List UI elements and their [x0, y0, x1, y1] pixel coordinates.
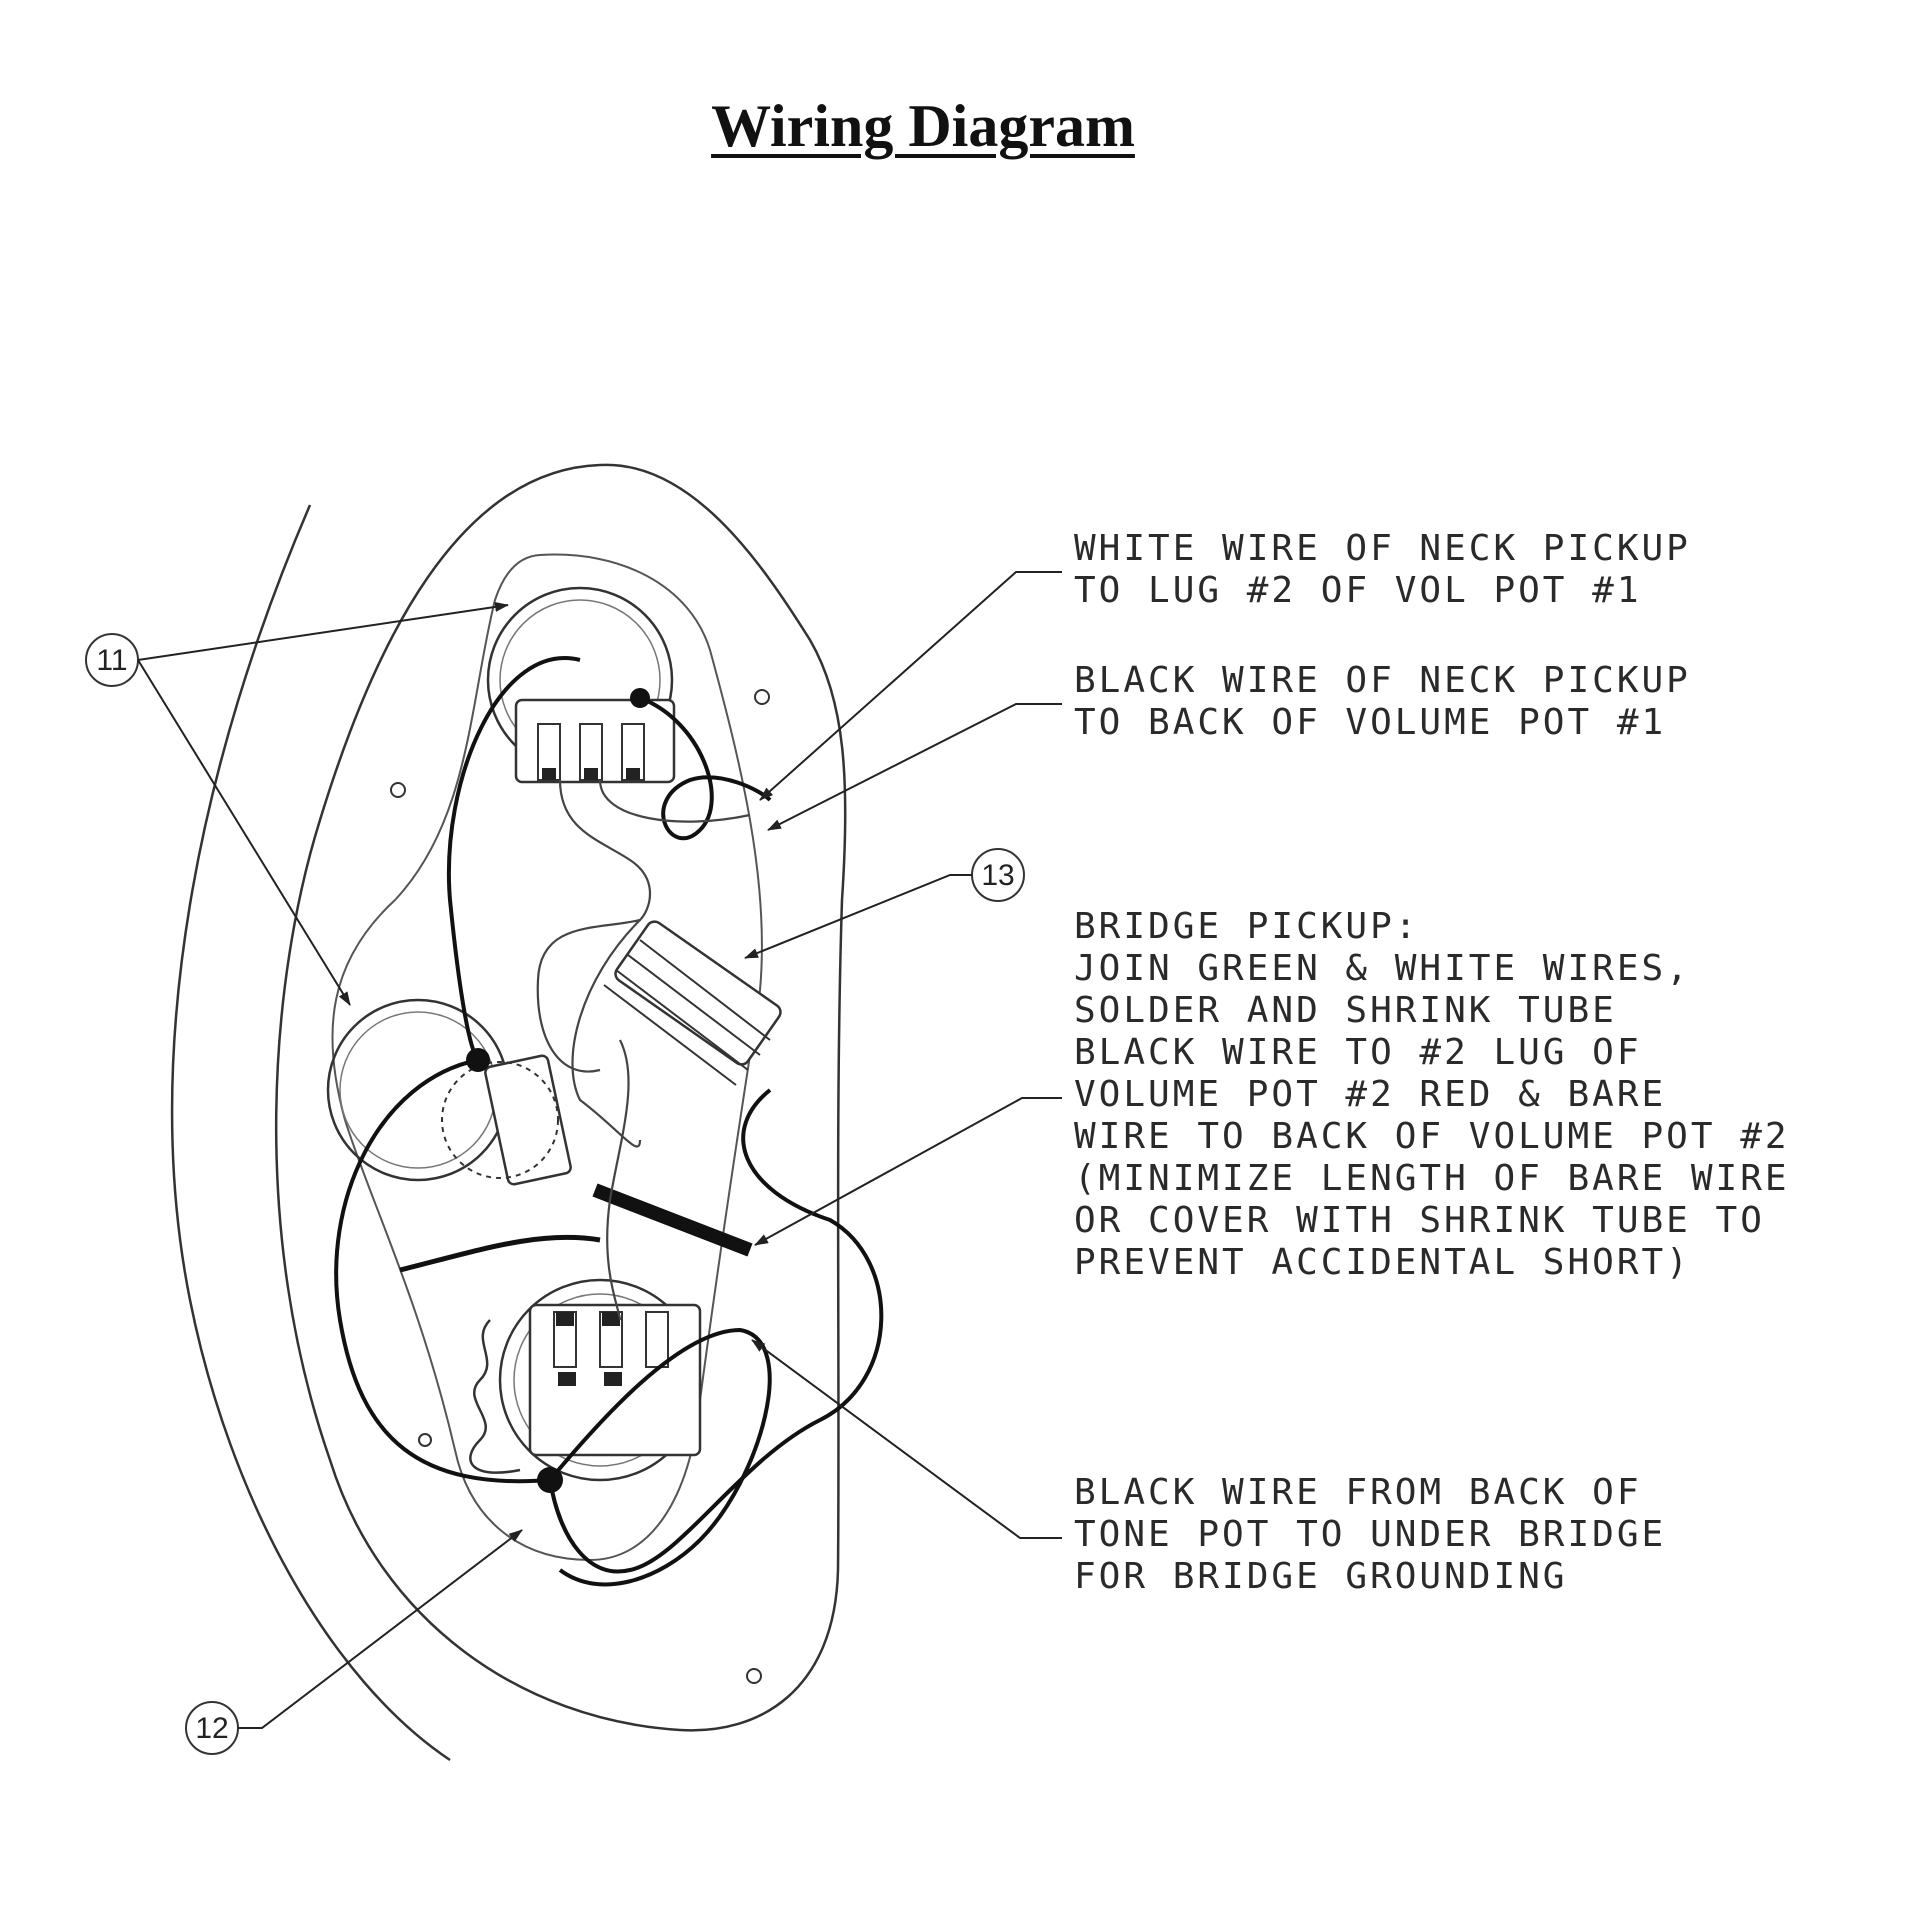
tone-pot: [498, 1278, 702, 1482]
control-plate: [275, 463, 847, 1732]
callout-12-label: 12: [195, 1712, 228, 1745]
note-neck-black-wire: BLACK WIRE OF NECK PICKUP TO BACK OF VOL…: [1074, 660, 1691, 743]
black-wire: [639, 696, 772, 840]
callout-12: 12: [185, 1529, 523, 1755]
mounting-hole: [418, 1433, 432, 1447]
volume-pot-2: [326, 998, 572, 1186]
callout-13-label: 13: [981, 859, 1014, 892]
white-wire: [606, 1039, 630, 1321]
shrink-tube: [592, 1183, 753, 1257]
note-neck-white-wire: WHITE WIRE OF NECK PICKUP TO LUG #2 OF V…: [1074, 528, 1691, 611]
leader-tone-ground: [751, 1339, 1062, 1539]
note-bridge-pickup: BRIDGE PICKUP: JOIN GREEN & WHITE WIRES,…: [1074, 906, 1790, 1283]
mounting-hole: [754, 689, 770, 705]
solder-joint: [466, 1048, 490, 1072]
solder-joint: [537, 1467, 563, 1493]
diagram-title: Wiring Diagram: [711, 93, 1135, 159]
solder-joint: [630, 688, 650, 708]
black-wire: [548, 1327, 772, 1587]
black-wire: [334, 1058, 551, 1484]
callout-11-label: 11: [96, 644, 127, 677]
bridge-pickup-cable: [603, 920, 782, 1086]
tone-capacitor: [469, 1319, 521, 1474]
guitar-body-edge: [170, 504, 451, 1762]
white-wire: [571, 919, 642, 1148]
black-wire: [446, 656, 581, 1062]
black-wire: [399, 1234, 601, 1273]
volume-pot-1: [486, 586, 676, 784]
control-cavity: [331, 553, 763, 1562]
leader-neck-white: [759, 571, 1062, 801]
note-tone-ground: BLACK WIRE FROM BACK OF TONE POT TO UNDE…: [1074, 1472, 1667, 1597]
callout-11: 11: [85, 601, 509, 1006]
leader-neck-black: [767, 703, 1062, 831]
leader-bridge-pickup: [754, 1097, 1062, 1246]
callout-13: 13: [744, 848, 1025, 959]
mounting-hole: [390, 782, 406, 798]
white-wire: [536, 779, 652, 1073]
black-wire: [548, 1088, 884, 1574]
mounting-hole: [746, 1668, 762, 1684]
white-wire: [598, 779, 751, 823]
